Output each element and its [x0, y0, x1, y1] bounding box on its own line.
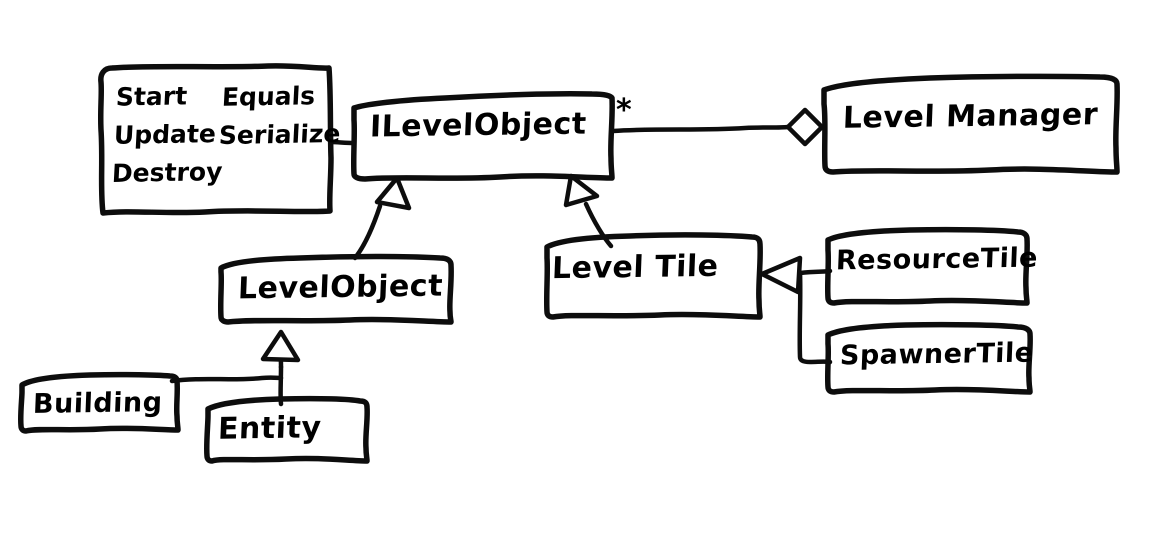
inheritance-line-building — [169, 375, 284, 384]
ilevelobject-box-shape — [350, 90, 615, 182]
inheritance-triangle-levelobject-icon — [374, 175, 412, 211]
inheritance-triangle-tile-icon — [759, 255, 803, 295]
note-link-line — [328, 139, 357, 146]
leveltile-box-shape — [543, 232, 763, 320]
inheritance-line-leveltile — [583, 201, 614, 249]
resourcetile-box-shape — [824, 226, 1030, 306]
inheritance-line-resourcetile — [797, 268, 833, 276]
inheritance-triangle-leveltile-icon — [563, 173, 600, 208]
inheritance-line-spawnertile — [797, 270, 833, 365]
aggregation-line — [610, 124, 791, 134]
spawnertile-box-shape — [824, 321, 1033, 395]
inheritance-triangle-entity-icon — [260, 329, 301, 363]
levelobject-box-shape — [217, 253, 454, 325]
entity-box-shape — [203, 395, 370, 464]
methods-box-shape — [97, 63, 334, 216]
inheritance-line-levelobject — [352, 203, 383, 261]
aggregation-diamond-icon — [785, 107, 825, 147]
levelmanager-box-shape — [821, 73, 1120, 175]
building-box-shape — [17, 371, 181, 434]
